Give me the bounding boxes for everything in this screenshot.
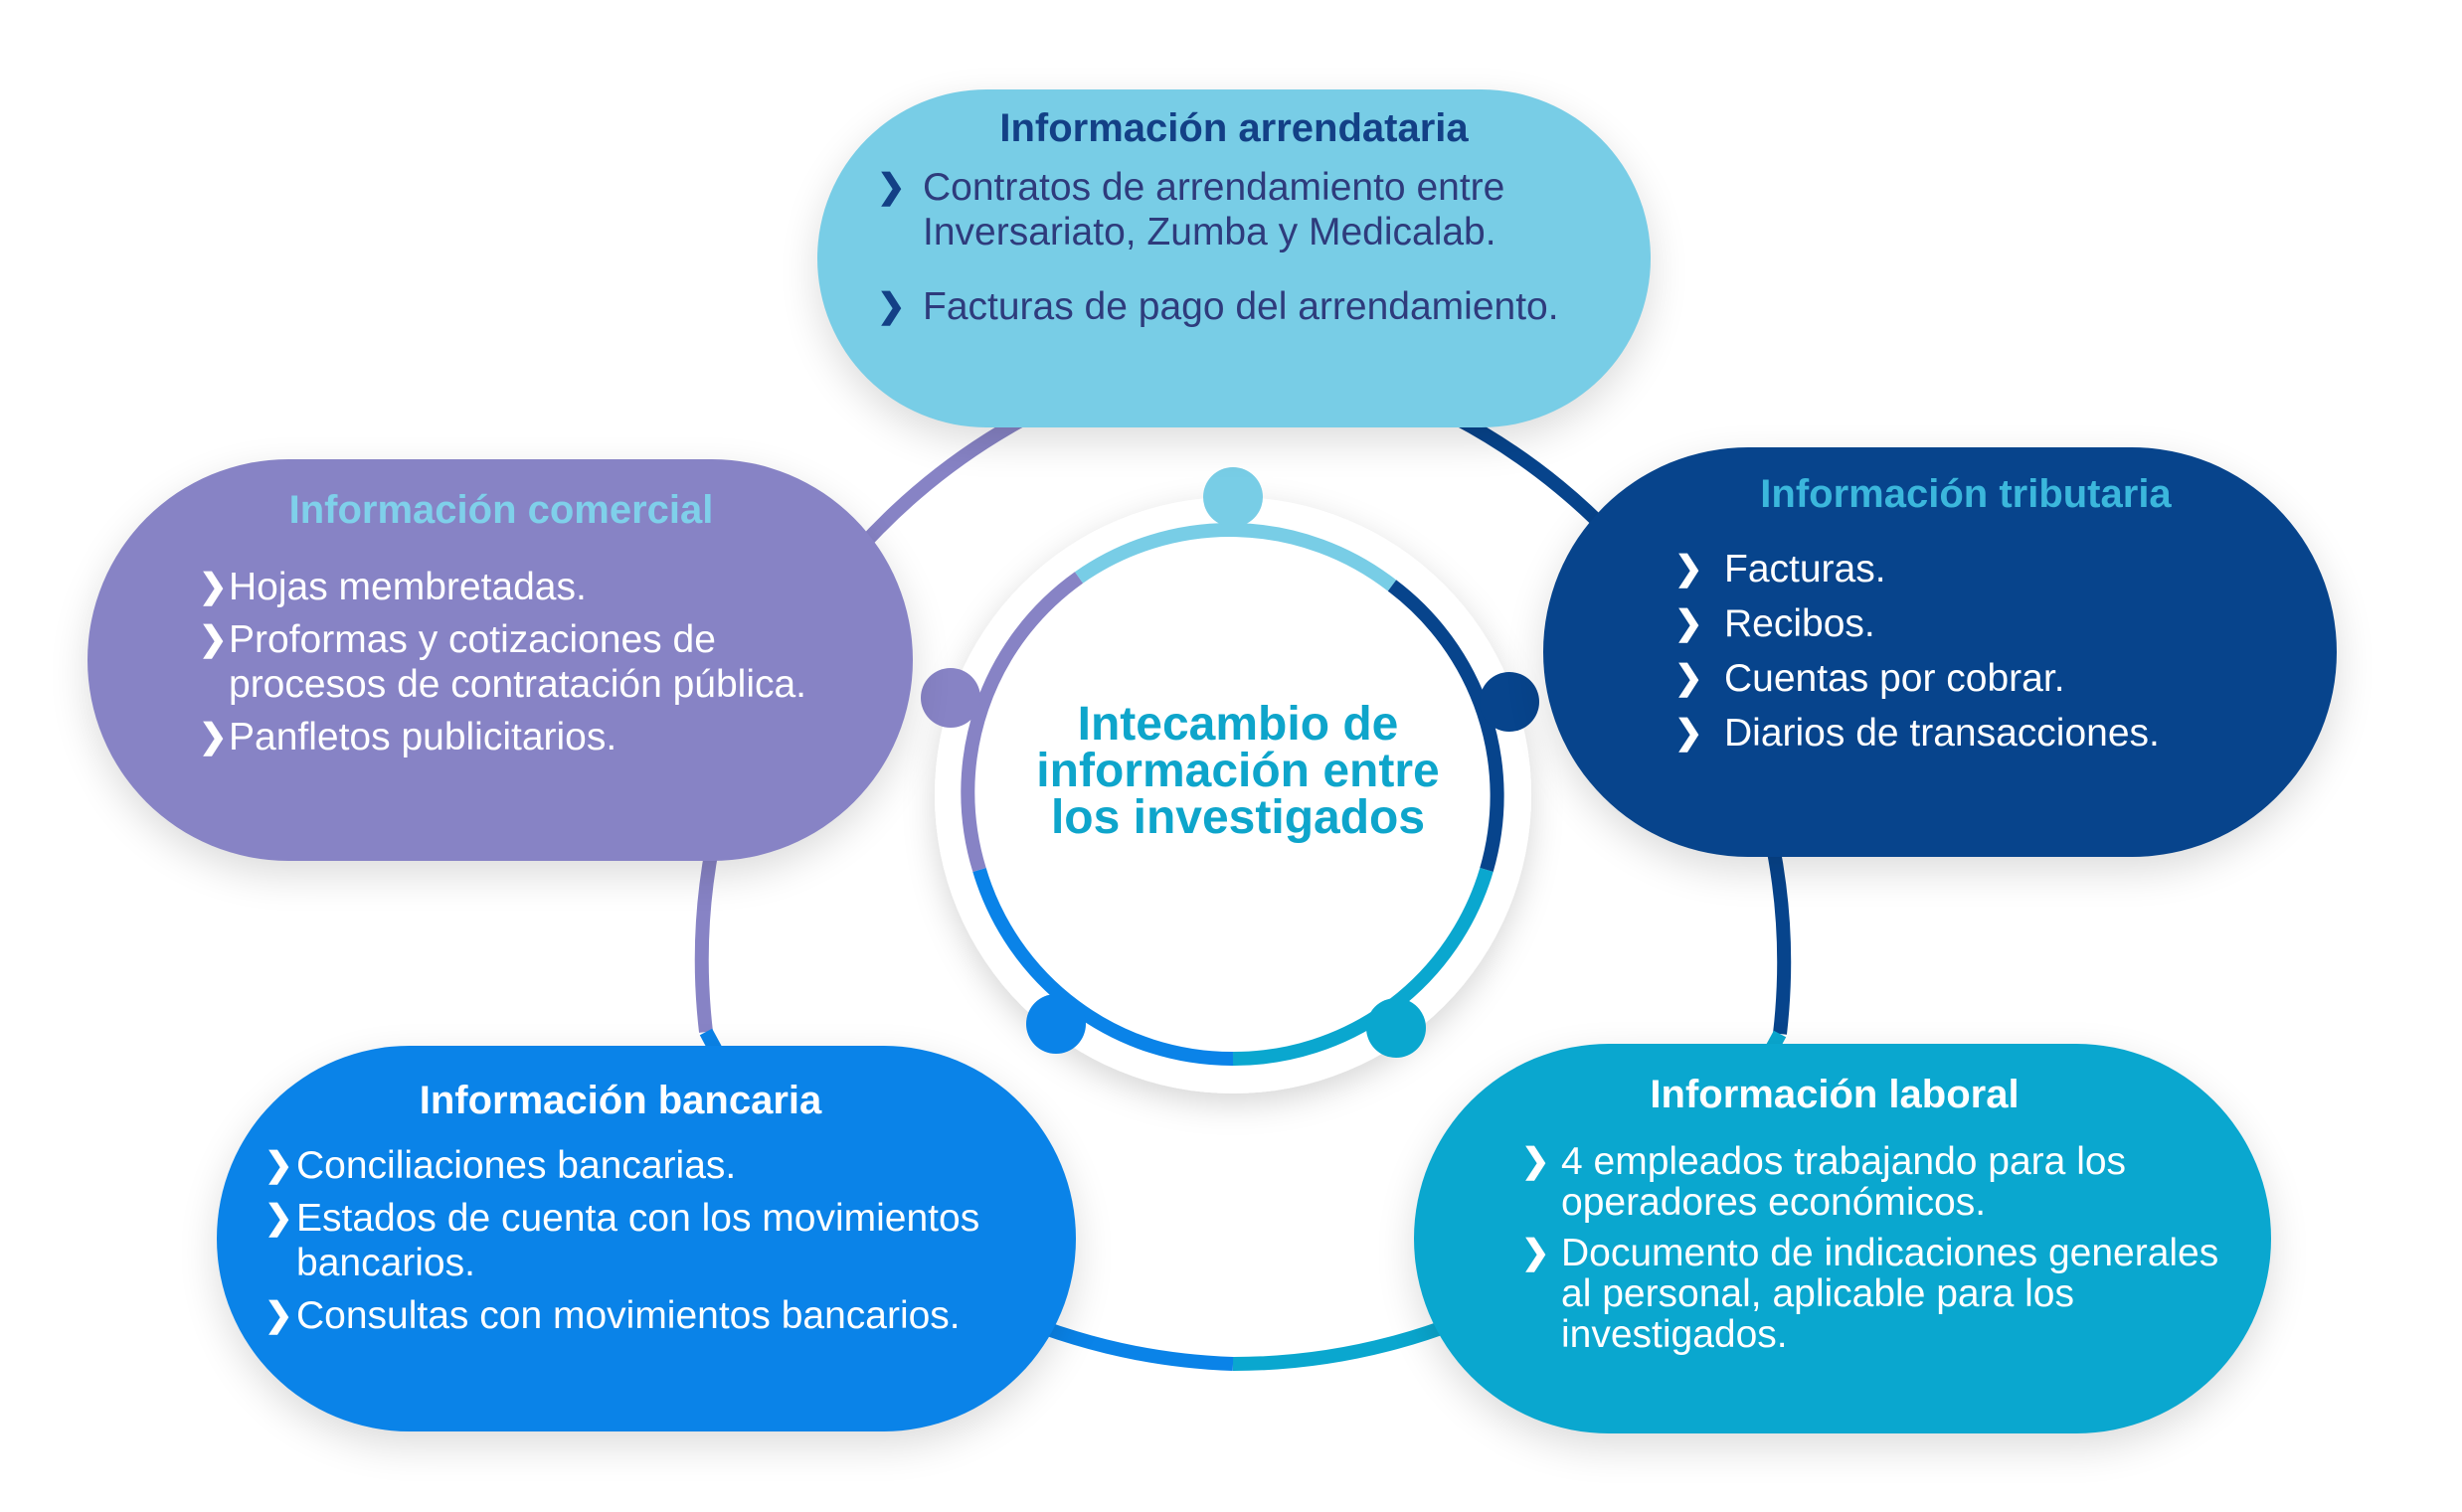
chevron-right-icon: ❯ [264, 1199, 293, 1237]
connector-dot-navy [1480, 672, 1539, 732]
list-item: ❯Consultas con movimientos bancarios. [264, 1293, 1036, 1338]
list-item-text: Facturas. [1724, 548, 1886, 590]
chevron-right-icon: ❯ [1674, 550, 1703, 588]
chevron-right-icon: ❯ [877, 287, 906, 325]
connector-dot-purple [921, 668, 980, 728]
connector-dot-light-blue [1203, 467, 1263, 527]
inner-ring-segment-light-blue [1074, 523, 1397, 591]
item-list: ❯Hojas membretadas. ❯Proformas y cotizac… [199, 565, 843, 759]
chevron-right-icon: ❯ [264, 1146, 293, 1184]
list-item: ❯Proformas y cotizaciones de procesos de… [199, 617, 843, 707]
center-title: Intecambio de información entre los inve… [1036, 698, 1440, 844]
chevron-right-icon: ❯ [199, 568, 228, 605]
box-laboral: Información laboral ❯ 4 empleados trabaja… [1414, 1044, 2271, 1433]
list-item-text: 4 empleados trabajando para los operador… [1561, 1140, 2127, 1224]
inner-ring-segment-purple [961, 572, 1084, 873]
list-item-text: Estados de cuenta con los movimientos ba… [296, 1197, 980, 1284]
list-item: ❯ Diarios de transacciones. [1674, 711, 2277, 756]
chevron-right-icon: ❯ [199, 718, 228, 756]
list-item-text: Hojas membretadas. [229, 566, 587, 608]
list-item: ❯ Contratos de arrendamiento entre Invers… [877, 165, 1591, 254]
list-item-text: Facturas de pago del arrendamiento. [923, 285, 1559, 328]
list-item-text: Contratos de arrendamiento entre Inversa… [923, 166, 1505, 253]
chevron-right-icon: ❯ [264, 1296, 293, 1334]
list-item-text: Diarios de transacciones. [1724, 712, 2160, 755]
list-item-text: Consultas con movimientos bancarios. [296, 1294, 961, 1337]
list-item: ❯ Cuentas por cobrar. [1674, 656, 2277, 701]
list-item: ❯Panfletos publicitarios. [199, 715, 843, 759]
box-title: Información arrendataria [999, 106, 1469, 150]
chevron-right-icon: ❯ [1674, 604, 1703, 642]
list-item: ❯ Facturas. [1674, 547, 2277, 591]
list-item-text: Cuentas por cobrar. [1724, 657, 2065, 700]
connector-dot-teal [1366, 998, 1426, 1058]
box-title: Información bancaria [419, 1079, 822, 1122]
list-item: ❯ Documento de indicaciones generales al … [1521, 1233, 2231, 1355]
chevron-right-icon: ❯ [1674, 714, 1703, 752]
chevron-right-icon: ❯ [1521, 1234, 1550, 1271]
box-title: Información tributaria [1760, 472, 2172, 516]
box-comercial: Información comercial ❯Hojas membretadas… [88, 459, 913, 861]
box-bancaria: Información bancaria ❯Conciliaciones ban… [217, 1046, 1076, 1431]
list-item-text: Documento de indicaciones generales al p… [1561, 1232, 2219, 1356]
list-item-text: Proformas y cotizaciones de procesos de … [229, 618, 807, 706]
chevron-right-icon: ❯ [1674, 659, 1703, 697]
item-list: ❯ Facturas. ❯ Recibos. ❯ Cuentas por cobrar… [1674, 547, 2277, 756]
box-tributaria: Información tributaria ❯ Facturas. ❯ Recib… [1543, 447, 2337, 857]
list-item: ❯Hojas membretadas. [199, 565, 843, 609]
chevron-right-icon: ❯ [1521, 1142, 1550, 1180]
list-item: ❯Conciliaciones bancarias. [264, 1143, 1036, 1188]
list-item-text: Conciliaciones bancarias. [296, 1144, 737, 1187]
chevron-right-icon: ❯ [199, 620, 228, 658]
box-title: Información comercial [288, 488, 714, 532]
chevron-right-icon: ❯ [877, 168, 906, 206]
box-title: Información laboral [1650, 1073, 2020, 1116]
item-list: ❯Conciliaciones bancarias. ❯Estados de c… [264, 1143, 1036, 1338]
list-item-text: Recibos. [1724, 602, 1875, 645]
box-arrendataria: Información arrendataria ❯ Contratos de a… [817, 89, 1651, 427]
list-item: ❯Estados de cuenta con los movimientos b… [264, 1196, 1036, 1285]
list-item-text: Panfletos publicitarios. [229, 716, 617, 758]
item-list: ❯ 4 empleados trabajando para los operado… [1521, 1141, 2231, 1355]
list-item: ❯ 4 empleados trabajando para los operado… [1521, 1141, 2231, 1223]
connector-dot-blue [1026, 994, 1086, 1054]
item-list: ❯ Contratos de arrendamiento entre Invers… [877, 165, 1591, 329]
list-item: ❯ Recibos. [1674, 601, 2277, 646]
center-disc [935, 497, 1531, 1093]
list-item: ❯ Facturas de pago del arrendamiento. [877, 284, 1591, 329]
